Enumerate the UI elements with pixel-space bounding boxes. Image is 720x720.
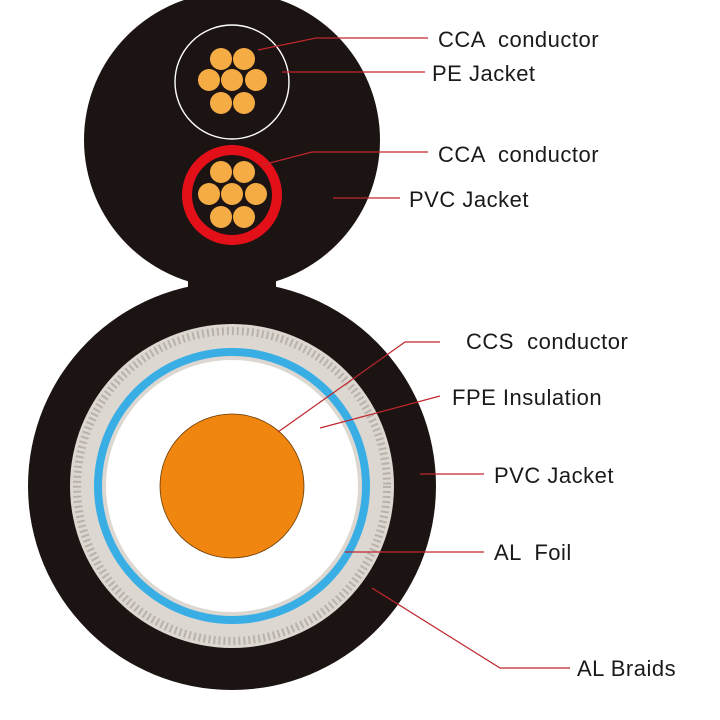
label-pvc-jacket-top: PVC Jacket — [409, 187, 529, 212]
top-conductor-group — [174, 24, 290, 140]
coax-core — [70, 324, 394, 648]
strand — [198, 183, 220, 205]
strand — [210, 48, 232, 70]
leader-mid-conductor — [261, 151, 428, 166]
label-fpe-insulation: FPE Insulation — [452, 385, 602, 410]
label-al-foil: AL Foil — [494, 540, 572, 565]
leader-top-conductor — [257, 37, 428, 51]
top-cca-strands — [198, 48, 267, 114]
strand — [233, 161, 255, 183]
strand — [233, 206, 255, 228]
leader-ccs-conductor — [277, 341, 440, 433]
strand — [210, 161, 232, 183]
strand — [210, 206, 232, 228]
strand — [233, 92, 255, 114]
mid-cca-strands — [198, 161, 267, 228]
al-braids-texture — [73, 327, 391, 645]
strand — [210, 92, 232, 114]
leader-al-braids — [371, 587, 570, 669]
label-top-cca-conductor: CCA conductor — [438, 27, 599, 52]
label-pe-jacket: PE Jacket — [432, 61, 536, 86]
leader-fpe-insulation — [319, 395, 441, 429]
strand — [245, 69, 267, 91]
strand — [221, 183, 243, 205]
leader-lines — [257, 37, 570, 669]
ccs-conductor — [159, 413, 305, 559]
strand — [245, 183, 267, 205]
label-mid-cca-conductor: CCA conductor — [438, 142, 599, 167]
labels: CCA conductor PE Jacket CCA conductor PV… — [409, 27, 676, 681]
mid-conductor-group — [182, 145, 282, 245]
label-al-braids: AL Braids — [577, 656, 676, 681]
strand — [198, 69, 220, 91]
strand — [233, 48, 255, 70]
strand — [221, 69, 243, 91]
label-ccs-conductor: CCS conductor — [466, 329, 628, 354]
pe-jacket-ring — [174, 24, 290, 140]
label-pvc-jacket-main: PVC Jacket — [494, 463, 614, 488]
